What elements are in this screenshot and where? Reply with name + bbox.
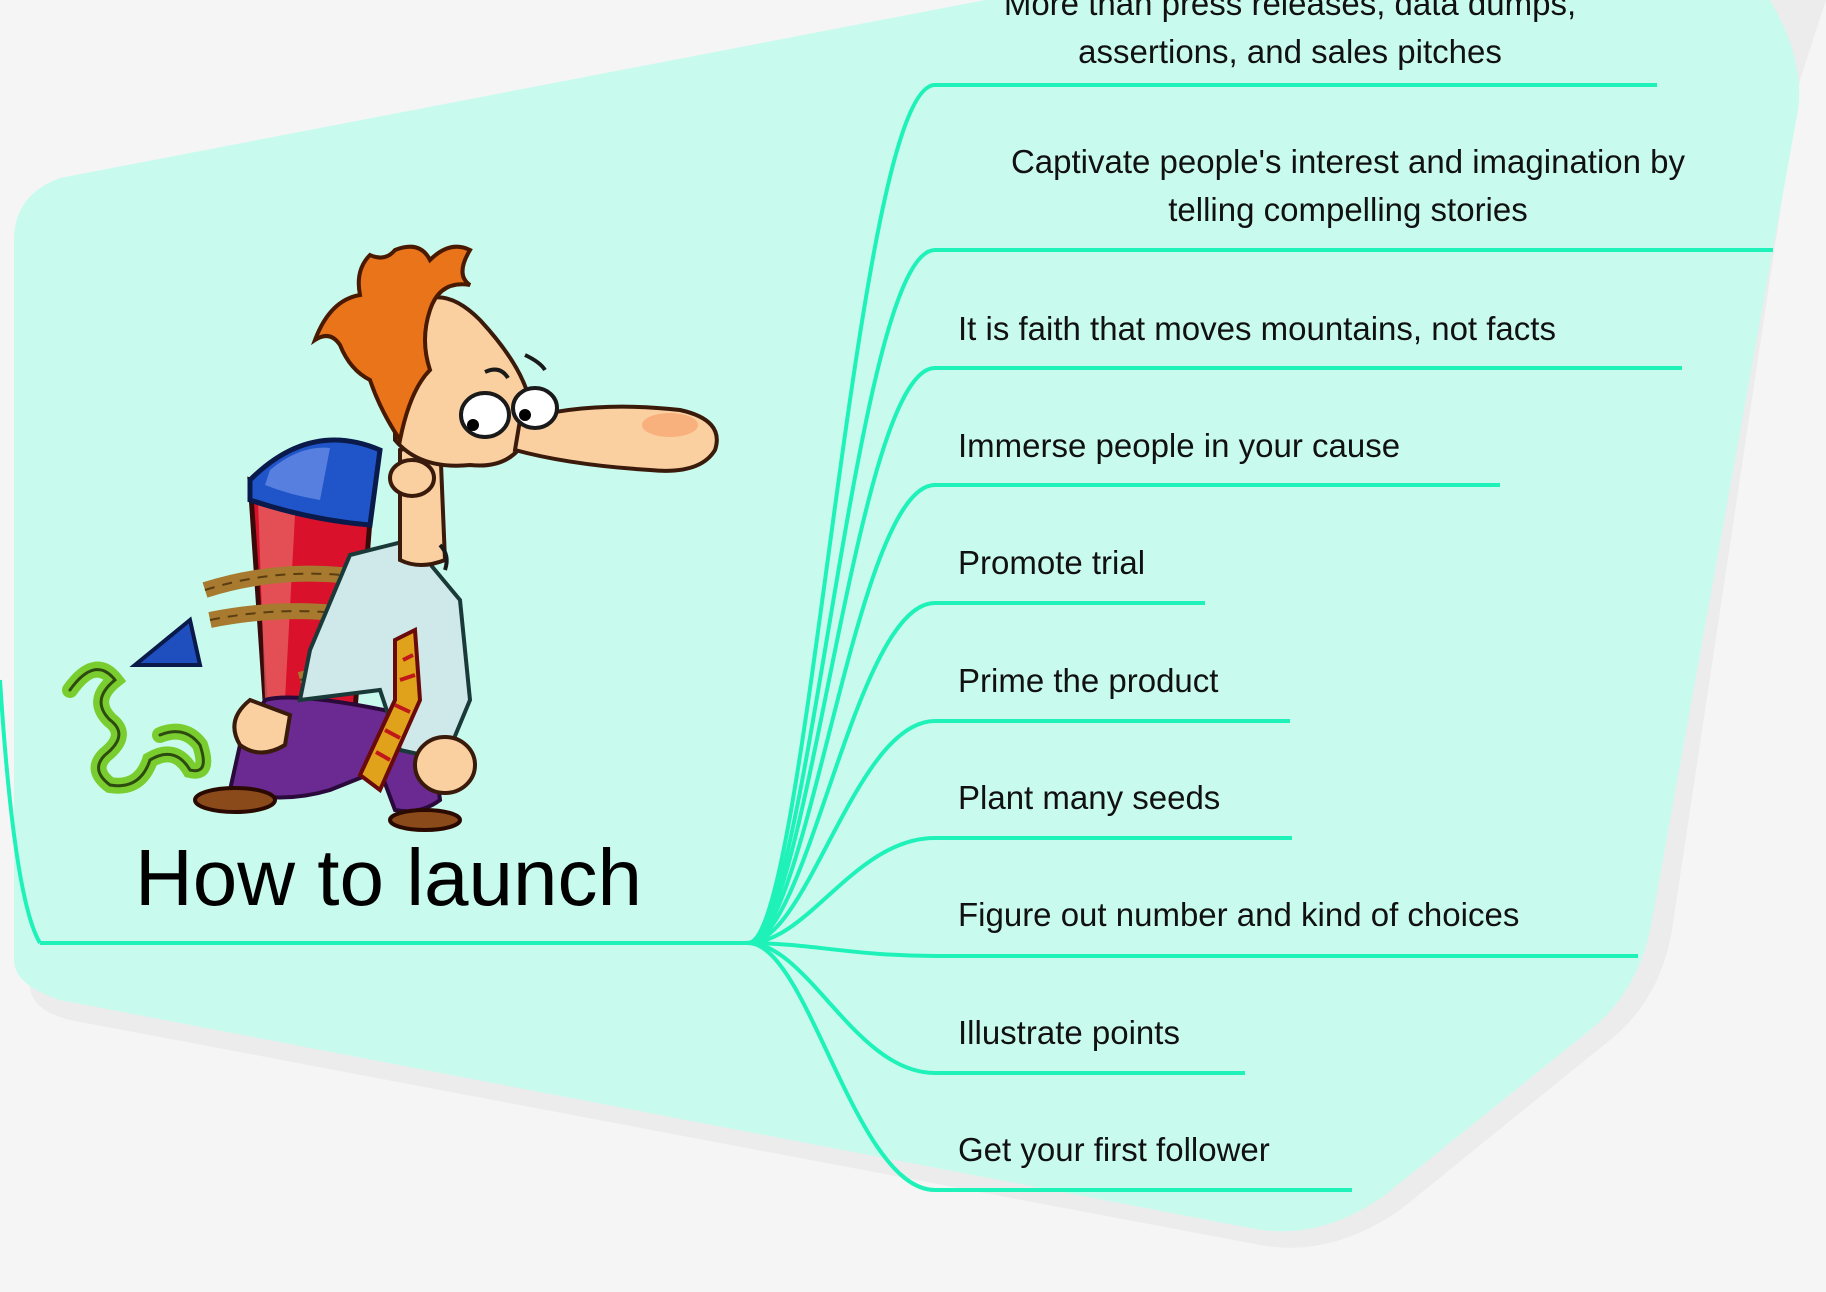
branch-label: Prime the product bbox=[958, 662, 1219, 699]
ear bbox=[388, 458, 436, 498]
branch-label: Plant many seeds bbox=[958, 779, 1221, 816]
branch-connector bbox=[747, 601, 1205, 945]
branch-label: Immerse people in your cause bbox=[958, 427, 1401, 464]
rocket-fin bbox=[129, 616, 203, 667]
branch-label: Captivate people's interest and imaginat… bbox=[958, 138, 1738, 234]
hand bbox=[232, 697, 293, 755]
branch-label-line: assertions, and sales pitches bbox=[1078, 33, 1502, 70]
branch-label: More than press releases, data dumps, as… bbox=[940, 0, 1640, 76]
branch-connector bbox=[747, 941, 1352, 1192]
shoe bbox=[388, 808, 462, 832]
shoe bbox=[193, 786, 277, 814]
hair bbox=[310, 244, 473, 446]
branch-label: It is faith that moves mountains, not fa… bbox=[958, 310, 1556, 347]
branch-label-line: telling compelling stories bbox=[1168, 191, 1528, 228]
branch-connector bbox=[747, 248, 1773, 945]
branch-label-line: More than press releases, data dumps, bbox=[1003, 0, 1577, 22]
fist bbox=[413, 735, 477, 795]
branch-label: Get your first follower bbox=[958, 1131, 1270, 1168]
branch-connectors bbox=[747, 83, 1773, 1192]
boundary-edge-connector bbox=[0, 679, 42, 945]
branch-label-line: Captivate people's interest and imaginat… bbox=[1010, 143, 1686, 180]
branch-connector bbox=[747, 483, 1500, 945]
eye bbox=[459, 391, 511, 439]
branch-label: Figure out number and kind of choices bbox=[958, 896, 1520, 933]
rocket-man-illustration bbox=[62, 244, 719, 832]
root-topic-title: How to launch bbox=[135, 833, 642, 922]
branch-connector bbox=[747, 836, 1292, 945]
branch-label: Promote trial bbox=[958, 544, 1146, 581]
branch-connector bbox=[747, 719, 1290, 945]
branch-connector bbox=[747, 366, 1682, 945]
branch-connector bbox=[747, 83, 1657, 945]
tie bbox=[357, 626, 423, 794]
branch-connector bbox=[747, 941, 1638, 958]
branch-connector bbox=[747, 941, 1245, 1075]
eye bbox=[511, 386, 559, 430]
branch-label: Illustrate points bbox=[958, 1014, 1180, 1051]
